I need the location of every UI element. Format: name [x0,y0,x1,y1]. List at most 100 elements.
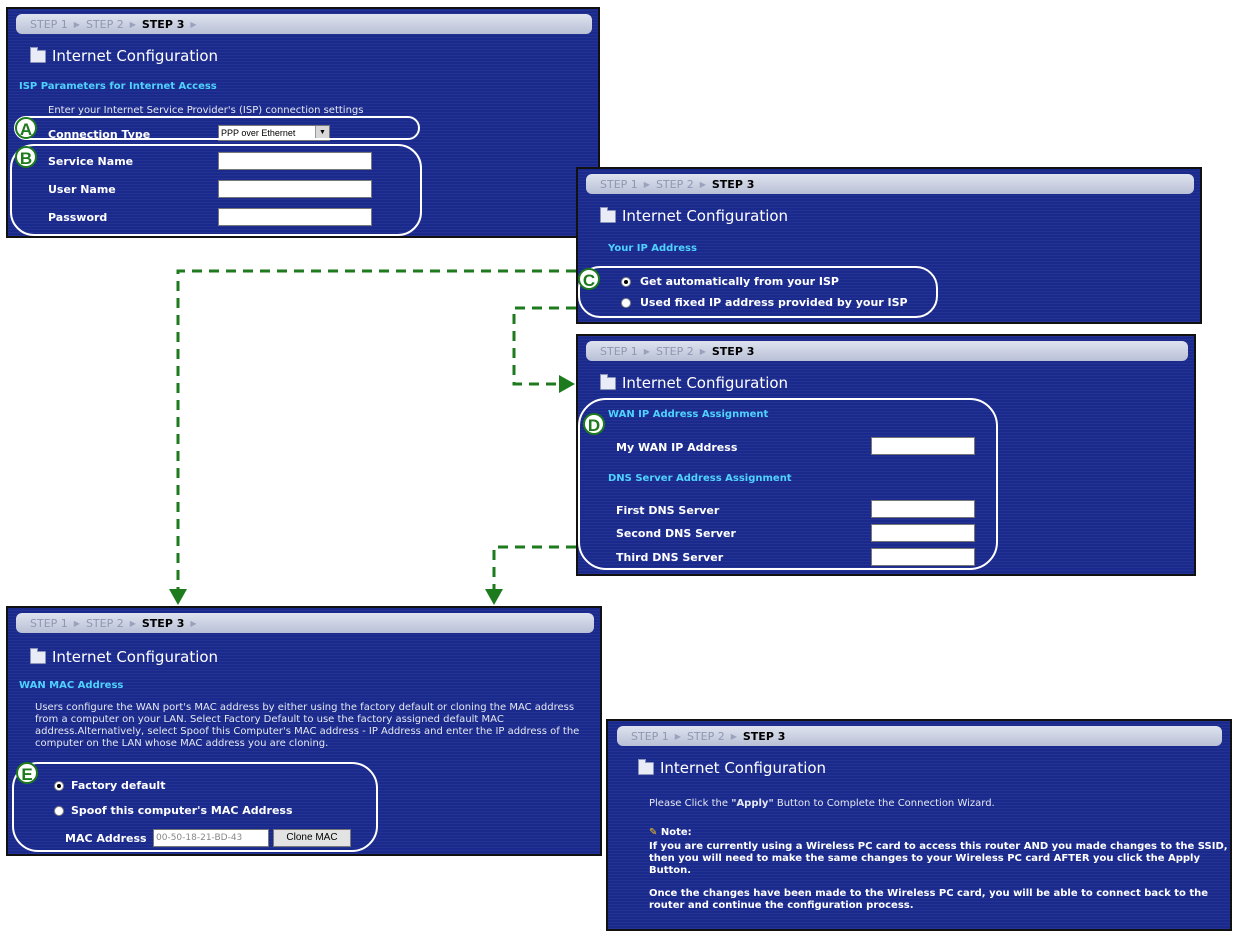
badge-d: D [583,413,605,435]
connection-type-label: Connection Type [48,128,151,141]
third-dns-label: Third DNS Server [616,551,724,564]
section-heading: ISP Parameters for Internet Access [19,81,217,92]
mac-address-label: MAC Address [65,832,147,845]
clone-mac-button[interactable]: Clone MAC [273,829,351,847]
first-dns-label: First DNS Server [616,504,720,517]
step-arrow-icon: ▶ [730,731,737,741]
step-arrow-icon: ▶ [190,618,197,628]
my-wan-ip-label: My WAN IP Address [616,441,738,454]
highlight-oval-d [578,398,998,570]
badge-c: C [578,268,600,290]
step-arrow-icon: ▶ [643,346,650,356]
wan-mac-panel: STEP 1 ▶ STEP 2 ▶ STEP 3 ▶ Internet Configu… [6,606,602,856]
step-3: STEP 3 [742,729,786,743]
apply-panel: STEP 1 ▶ STEP 2 ▶ STEP 3 Internet Configur… [606,719,1232,931]
isp-parameters-panel: STEP 1▶ STEP 2▶ STEP 3▶ Internet Configu… [6,7,600,238]
second-dns-input[interactable] [871,524,975,542]
step-arrow-icon: ▶ [699,346,706,356]
connection-type-select[interactable]: PPP over Ethernet▼ [218,125,330,141]
step-bar: STEP 1 ▶ STEP 2 ▶ STEP 3 [586,174,1194,194]
spoof-mac-label: Spoof this computer's MAC Address [71,804,293,817]
wan-section-heading: WAN IP Address Assignment [608,409,769,420]
password-input[interactable] [218,208,372,226]
fixed-ip-label: Used fixed IP address provided by your I… [640,296,908,309]
step-bar: STEP 1▶ STEP 2▶ STEP 3▶ [16,14,592,34]
factory-default-radio[interactable] [54,781,64,791]
page-title: Internet Configuration [30,46,218,65]
second-dns-label: Second DNS Server [616,527,736,540]
step-2[interactable]: STEP 2 [655,344,694,358]
step-1[interactable]: STEP 1 [631,729,669,743]
step-1[interactable]: STEP 1 [30,17,68,31]
dns-section-heading: DNS Server Address Assignment [608,473,792,484]
step-arrow-icon: ▶ [674,731,681,741]
note-heading: ✎ Note: [649,827,692,838]
badge-e: E [16,762,38,784]
arrow-right-icon [559,375,575,393]
password-label: Password [48,211,108,224]
step-arrow-icon: ▶ [129,19,136,29]
step-3: STEP 3 [711,177,755,191]
step-2[interactable]: STEP 2 [686,729,725,743]
step-2[interactable]: STEP 2 [85,17,124,31]
service-name-label: Service Name [48,155,134,168]
page-title: Internet Configuration [638,758,826,777]
folder-icon [638,758,654,775]
connector-c-to-d [512,306,576,386]
step-bar: STEP 1 ▶ STEP 2 ▶ STEP 3 ▶ [16,613,594,633]
dropdown-arrow-icon[interactable]: ▼ [315,126,329,140]
step-arrow-icon: ▶ [643,179,650,189]
connector-c-to-e [176,269,576,592]
user-name-input[interactable] [218,180,372,198]
folder-icon [30,46,46,63]
arrow-down-icon [169,589,187,605]
page-title: Internet Configuration [600,206,788,225]
fixed-ip-radio[interactable] [621,298,631,308]
connector-d-to-e [492,545,576,592]
ip-address-panel: STEP 1 ▶ STEP 2 ▶ STEP 3 Internet Configur… [576,167,1202,324]
step-2[interactable]: STEP 2 [85,616,124,630]
step-1[interactable]: STEP 1 [30,616,68,630]
auto-ip-radio[interactable] [621,277,631,287]
step-arrow-icon: ▶ [73,618,80,628]
instruction-text: Enter your Internet Service Provider's (… [48,105,364,116]
final-text: Once the changes have been made to the W… [649,888,1209,911]
step-bar: STEP 1 ▶ STEP 2 ▶ STEP 3 [586,341,1188,361]
user-name-label: User Name [48,183,116,196]
step-3: STEP 3 [711,344,755,358]
step-1[interactable]: STEP 1 [600,344,638,358]
step-2[interactable]: STEP 2 [655,177,694,191]
note-icon: ✎ [649,827,658,838]
folder-icon [600,206,616,223]
first-dns-input[interactable] [871,500,975,518]
wan-ip-panel: STEP 1 ▶ STEP 2 ▶ STEP 3 Internet Configur… [576,334,1196,576]
mac-address-input[interactable]: 00-50-18-21-BD-43 [153,829,269,847]
step-bar: STEP 1 ▶ STEP 2 ▶ STEP 3 [617,726,1222,746]
auto-ip-label: Get automatically from your ISP [640,275,839,288]
factory-default-label: Factory default [71,779,166,792]
step-1[interactable]: STEP 1 [600,177,638,191]
mac-description: Users configure the WAN port's MAC addre… [35,702,580,749]
my-wan-ip-input[interactable] [871,437,975,455]
apply-instruction: Please Click the "Apply" Button to Compl… [649,798,995,809]
step-arrow-icon: ▶ [699,179,706,189]
step-3: STEP 3 [141,616,185,630]
folder-icon [30,647,46,664]
step-arrow-icon: ▶ [129,618,136,628]
page-title: Internet Configuration [30,647,218,666]
badge-a: A [15,117,37,139]
highlight-oval-e [12,762,378,852]
spoof-mac-radio[interactable] [54,806,64,816]
arrow-down-icon [485,589,503,605]
apply-keyword: "Apply" [731,798,774,809]
service-name-input[interactable] [218,152,372,170]
step-arrow-icon: ▶ [190,19,197,29]
highlight-oval-c [578,266,938,318]
badge-b: B [15,146,37,168]
folder-icon [600,373,616,390]
section-heading: Your IP Address [608,243,697,254]
step-arrow-icon: ▶ [73,19,80,29]
page-title: Internet Configuration [600,373,788,392]
note-text: If you are currently using a Wireless PC… [649,841,1228,876]
